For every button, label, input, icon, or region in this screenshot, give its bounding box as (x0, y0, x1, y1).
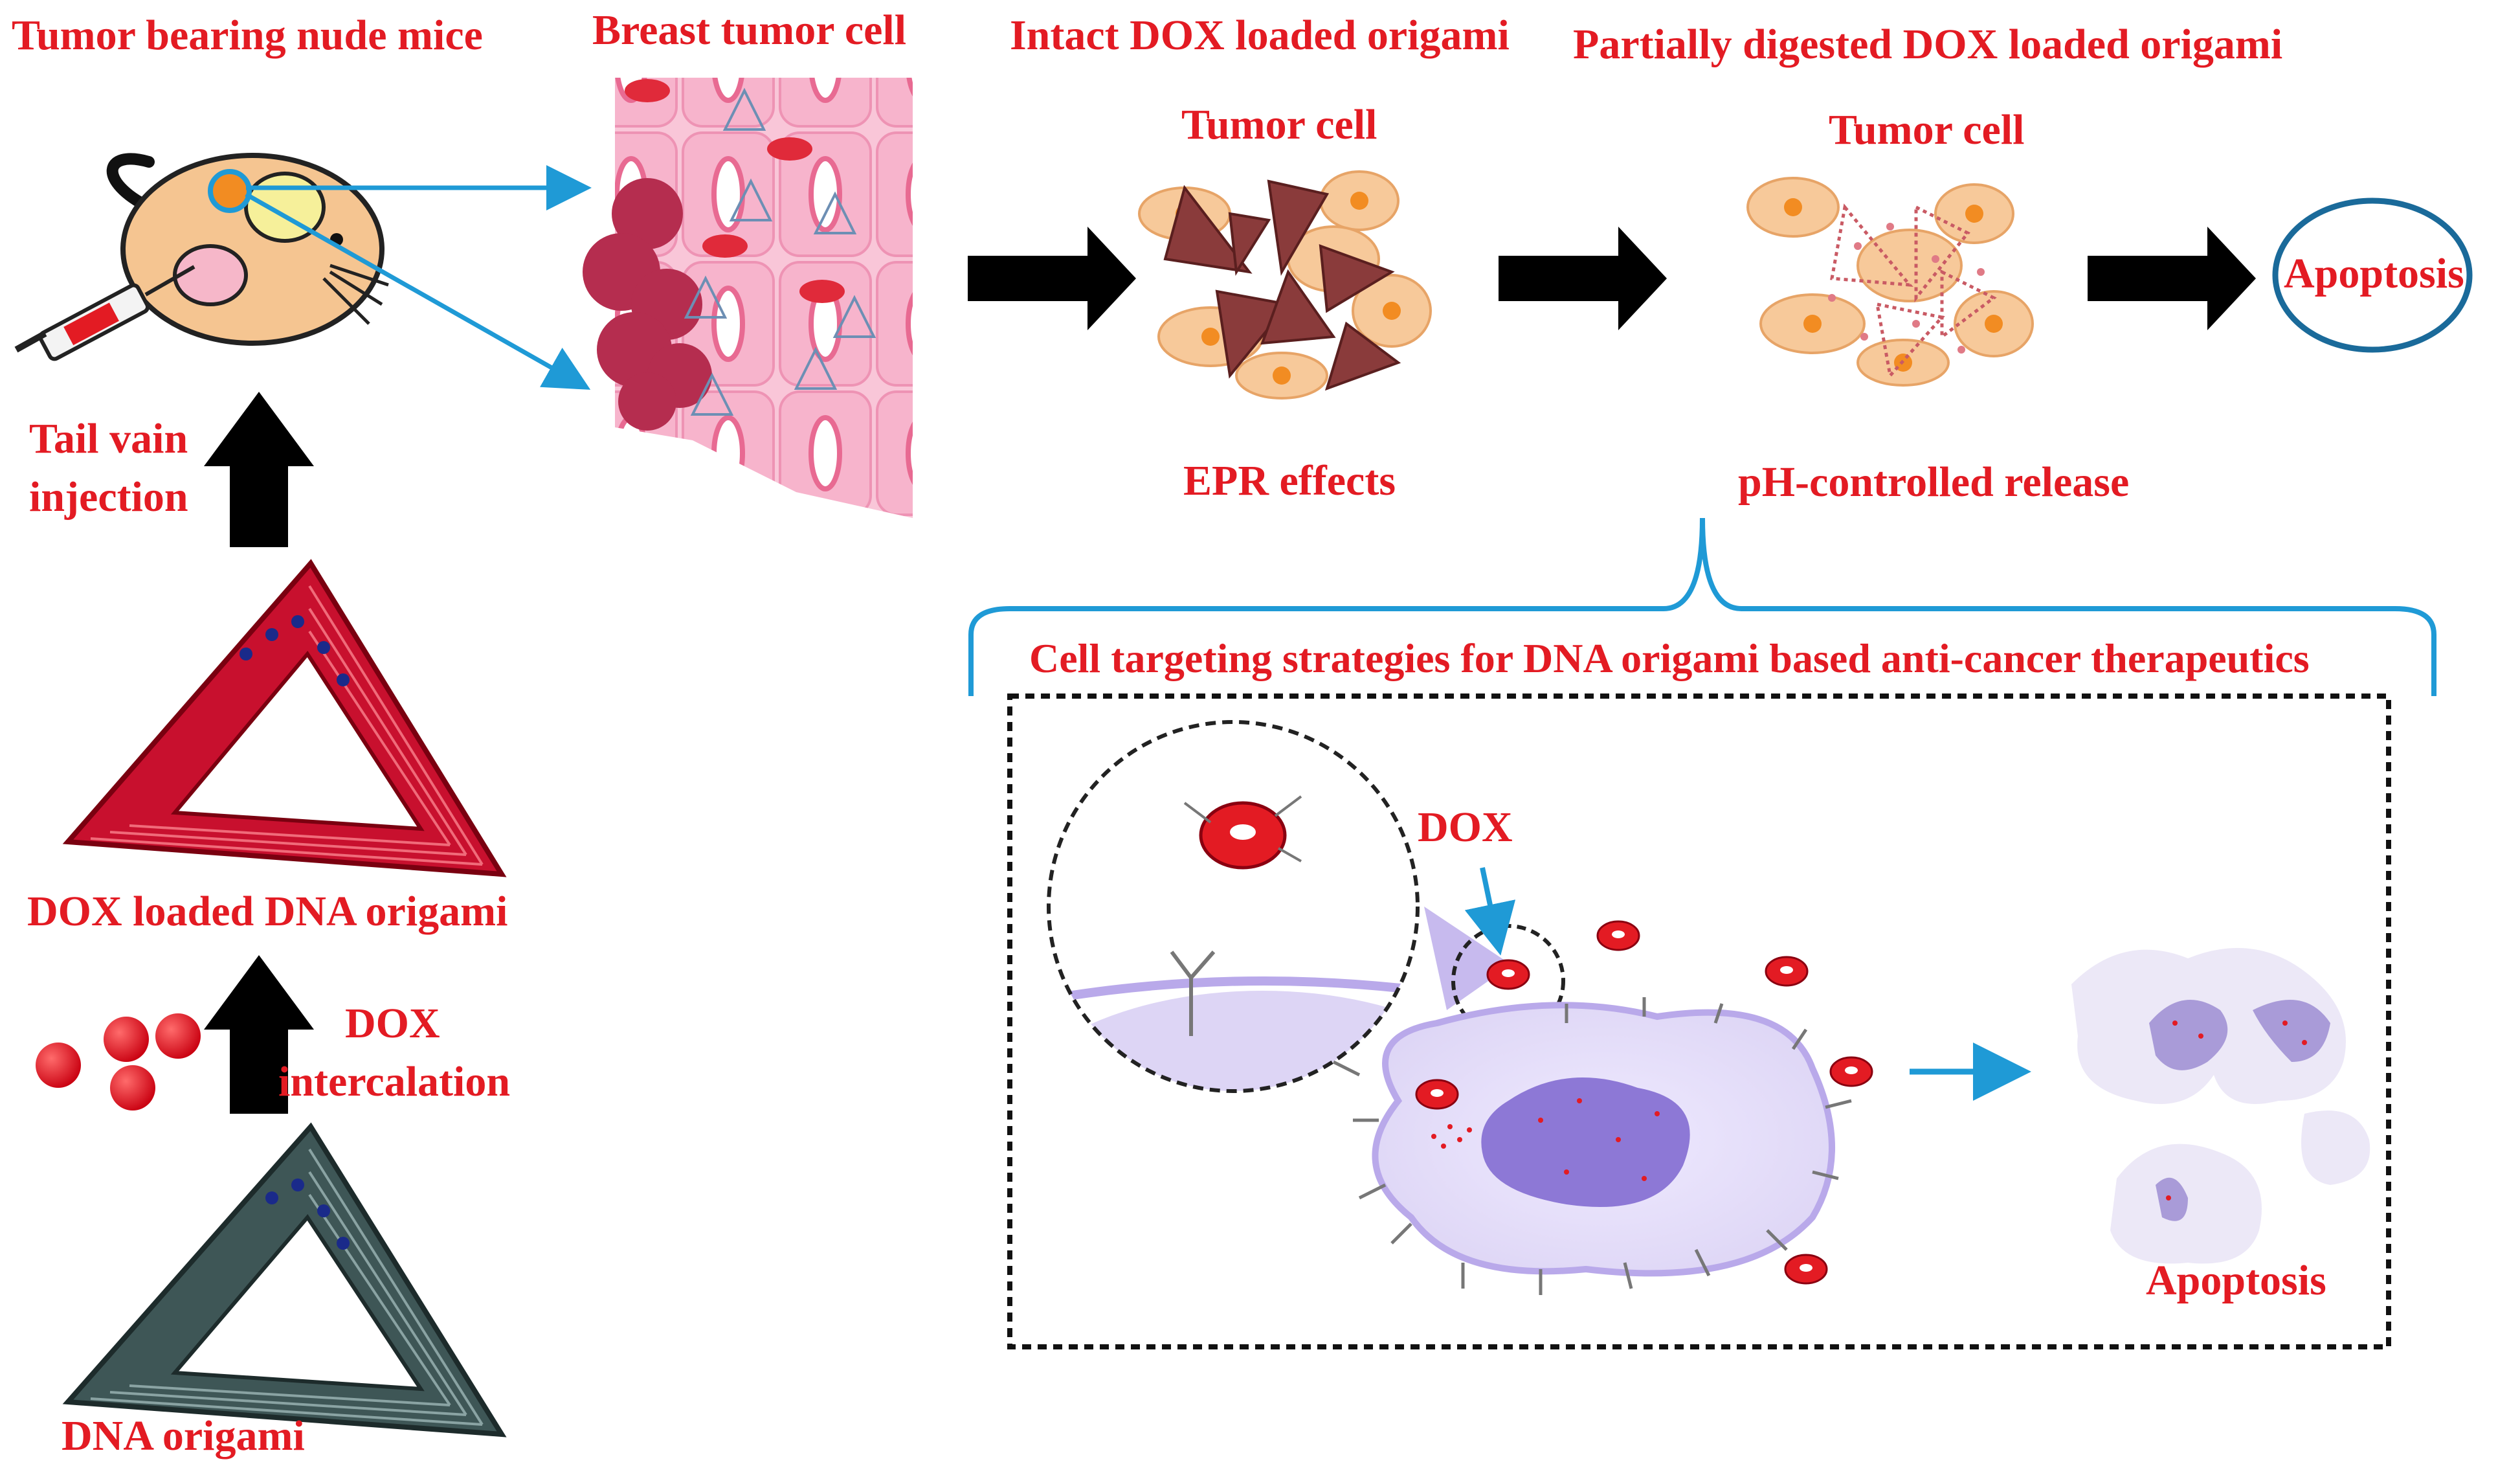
label-breast-tumor-cell: Breast tumor cell (592, 6, 907, 54)
breast-tumor-tissue-image (583, 78, 913, 518)
label-epr-effects: EPR effects (1183, 457, 1396, 504)
digested-origami-cluster-image (1746, 177, 2034, 387)
label-dox-line1: DOX (345, 1000, 440, 1047)
label-tail-vain-line2: injection (29, 473, 188, 521)
up-arrow-2 (204, 955, 314, 1114)
syringe-illustration (14, 265, 195, 361)
apoptosis-ellipse (2272, 197, 2473, 353)
label-dox-line2: intercalation (278, 1058, 511, 1105)
label-intact-dox-origami: Intact DOX loaded origami (1010, 12, 1510, 59)
up-arrow-1 (204, 392, 314, 547)
intact-origami-cluster-image (1138, 170, 1432, 400)
flow-arrow-2 (1499, 227, 1667, 330)
dox-pointer-arrow (1464, 867, 1516, 956)
label-cell-targeting: Cell targeting strategies for DNA origam… (1029, 635, 2310, 681)
label-tail-vain-line1: Tail vain (29, 415, 188, 462)
apoptotic-cell-image (2071, 948, 2370, 1264)
mouse-to-tissue-arrow-bottom (245, 192, 591, 390)
label-apoptosis-bottom: Apoptosis (2146, 1257, 2326, 1304)
dox-molecules-image (36, 1013, 201, 1111)
bracket-brace (968, 517, 2436, 696)
mouse-illustration (106, 153, 389, 346)
flow-arrow-3 (2088, 227, 2256, 330)
label-ph-release: pH-controlled release (1738, 458, 2130, 506)
label-partially-digested-origami: Partially digested DOX loaded origami (1573, 21, 2283, 68)
label-dox-loaded-origami: DOX loaded DNA origami (27, 888, 508, 935)
flow-arrow-1 (968, 227, 1136, 330)
target-cell-image (1332, 920, 1873, 1295)
label-tumor-cell-1: Tumor cell (1181, 101, 1377, 148)
label-tumor-cell-2: Tumor cell (1829, 106, 2025, 153)
label-dox-inset: DOX (1418, 804, 1513, 851)
label-dna-origami: DNA origami (61, 1412, 305, 1460)
targeting-dashed-box (1007, 693, 2391, 1349)
dox-loaded-origami-image (62, 559, 507, 877)
dna-origami-image (62, 1122, 507, 1438)
label-apoptosis-top: Apoptosis (2284, 250, 2464, 297)
label-tumor-bearing-mice: Tumor bearing nude mice (12, 12, 483, 59)
